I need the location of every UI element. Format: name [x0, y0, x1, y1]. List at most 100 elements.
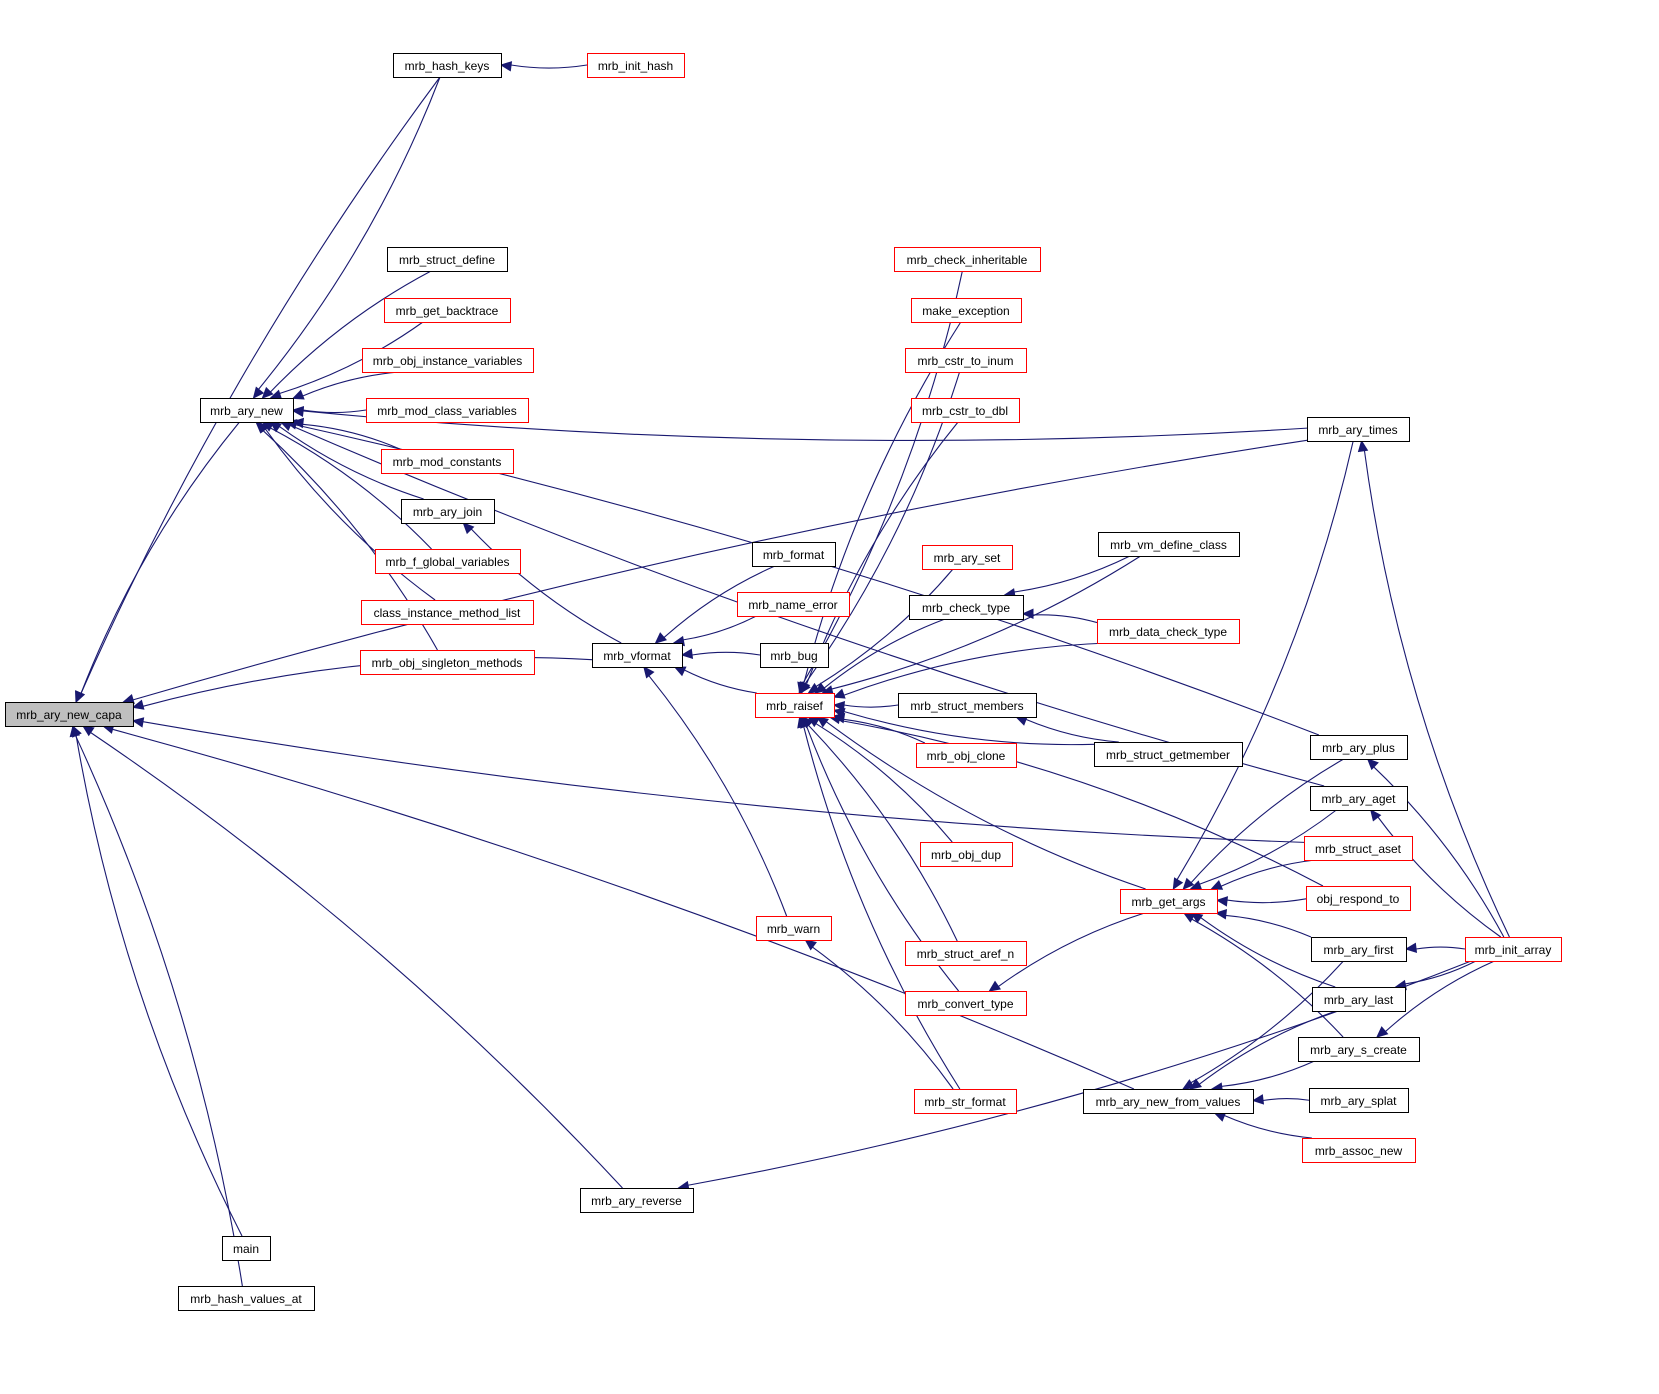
node-mrb_obj_instance_variables[interactable]: mrb_obj_instance_variables — [362, 348, 534, 373]
node-mrb_vm_define_class[interactable]: mrb_vm_define_class — [1098, 532, 1240, 557]
arrowhead-icon — [1215, 896, 1229, 907]
node-mrb_cstr_to_dbl[interactable]: mrb_cstr_to_dbl — [911, 398, 1020, 423]
node-mrb_struct_getmember[interactable]: mrb_struct_getmember — [1094, 742, 1243, 767]
edge-mrb_struct_aref_n-to-mrb_raisef — [808, 724, 958, 942]
edge-mrb_ary_times-to-mrb_get_args — [1176, 440, 1354, 881]
node-label: make_exception — [922, 304, 1009, 318]
node-mrb_ary_join[interactable]: mrb_ary_join — [401, 499, 495, 524]
node-mrb_struct_define[interactable]: mrb_struct_define — [387, 247, 508, 272]
node-class_instance_method_list[interactable]: class_instance_method_list — [361, 600, 534, 625]
node-label: mrb_ary_join — [413, 505, 482, 519]
arrowhead-icon — [654, 632, 667, 644]
node-box — [1307, 417, 1410, 442]
node-mrb_init_hash[interactable]: mrb_init_hash — [587, 53, 685, 78]
node-label: main — [233, 1242, 259, 1256]
edge-mrb_vformat-to-mrb_ary_join — [470, 528, 622, 644]
edge-mrb_str_format-to-mrb_warn — [812, 946, 954, 1090]
node-mrb_name_error[interactable]: mrb_name_error — [737, 592, 850, 617]
edge-mrb_ary_plus-to-mrb_get_args — [1190, 758, 1344, 884]
node-box — [752, 542, 836, 567]
node-mrb_bug[interactable]: mrb_bug — [760, 643, 829, 668]
node-mrb_mod_constants[interactable]: mrb_mod_constants — [381, 449, 514, 474]
node-mrb_get_backtrace[interactable]: mrb_get_backtrace — [384, 298, 511, 323]
node-mrb_hash_keys[interactable]: mrb_hash_keys — [393, 53, 502, 78]
node-label: mrb_init_array — [1475, 943, 1552, 957]
node-mrb_ary_set[interactable]: mrb_ary_set — [922, 545, 1013, 570]
edge-mrb_init_hash-to-mrb_hash_keys — [510, 64, 588, 69]
arrowhead-icon — [1370, 809, 1382, 822]
node-mrb_data_check_type[interactable]: mrb_data_check_type — [1097, 619, 1240, 644]
arrowhead-icon — [131, 699, 145, 710]
node-mrb_raisef[interactable]: mrb_raisef — [755, 693, 835, 718]
edge-class_instance_method_list-to-mrb_ary_new — [265, 428, 436, 601]
node-mrb_format[interactable]: mrb_format — [752, 542, 836, 567]
node-label: mrb_ary_new — [210, 404, 283, 418]
node-box — [362, 348, 534, 373]
node-mrb_convert_type[interactable]: mrb_convert_type — [905, 991, 1027, 1016]
node-mrb_check_inheritable[interactable]: mrb_check_inheritable — [894, 247, 1041, 272]
node-mrb_check_type[interactable]: mrb_check_type — [909, 595, 1024, 620]
arrowhead-icon — [680, 648, 694, 659]
node-mrb_mod_class_variables[interactable]: mrb_mod_class_variables — [366, 398, 529, 423]
node-mrb_ary_plus[interactable]: mrb_ary_plus — [1310, 735, 1408, 760]
node-mrb_ary_times[interactable]: mrb_ary_times — [1307, 417, 1410, 442]
node-mrb_ary_new_from_values[interactable]: mrb_ary_new_from_values — [1083, 1089, 1254, 1114]
node-box — [375, 549, 521, 574]
node-mrb_cstr_to_inum[interactable]: mrb_cstr_to_inum — [905, 348, 1027, 373]
node-obj_respond_to[interactable]: obj_respond_to — [1306, 886, 1411, 911]
arrowhead-icon — [816, 716, 829, 728]
node-mrb_init_array[interactable]: mrb_init_array — [1465, 937, 1562, 962]
arrowhead-icon — [1357, 439, 1369, 453]
node-mrb_ary_new[interactable]: mrb_ary_new — [200, 398, 294, 423]
node-label: mrb_struct_getmember — [1106, 748, 1230, 762]
node-mrb_warn[interactable]: mrb_warn — [756, 916, 832, 941]
node-mrb_obj_clone[interactable]: mrb_obj_clone — [916, 743, 1017, 768]
node-mrb_assoc_new[interactable]: mrb_assoc_new — [1302, 1138, 1416, 1163]
node-box — [898, 693, 1037, 718]
arrowhead-icon — [131, 717, 145, 728]
node-box — [914, 1089, 1017, 1114]
node-label: mrb_name_error — [748, 598, 837, 612]
arrowhead-icon — [74, 690, 85, 704]
node-label: mrb_bug — [770, 649, 817, 663]
arrowhead-icon — [1210, 880, 1224, 890]
node-box — [580, 1188, 694, 1213]
node-mrb_ary_reverse[interactable]: mrb_ary_reverse — [580, 1188, 694, 1213]
node-box — [1306, 886, 1411, 911]
edge-mrb_warn-to-mrb_vformat — [648, 675, 788, 917]
node-mrb_obj_dup[interactable]: mrb_obj_dup — [920, 842, 1013, 867]
arrowhead-icon — [1376, 1026, 1389, 1038]
edge-mrb_init_array-to-mrb_ary_plus — [1373, 766, 1505, 938]
node-label: mrb_ary_plus — [1322, 741, 1395, 755]
node-mrb_f_global_variables[interactable]: mrb_f_global_variables — [375, 549, 521, 574]
arrowhead-icon — [1251, 1094, 1265, 1105]
node-mrb_vformat[interactable]: mrb_vformat — [592, 643, 683, 668]
node-mrb_ary_last[interactable]: mrb_ary_last — [1312, 987, 1406, 1012]
node-mrb_ary_first[interactable]: mrb_ary_first — [1311, 937, 1407, 962]
node-mrb_ary_s_create[interactable]: mrb_ary_s_create — [1298, 1037, 1420, 1062]
node-box — [5, 702, 134, 727]
node-main[interactable]: main — [222, 1236, 271, 1261]
node-label: mrb_raisef — [766, 699, 823, 713]
arrowhead-icon — [269, 389, 283, 400]
arrowhead-icon — [291, 389, 305, 400]
node-label: mrb_ary_splat — [1320, 1094, 1397, 1108]
node-mrb_ary_splat[interactable]: mrb_ary_splat — [1309, 1088, 1409, 1113]
node-mrb_struct_members[interactable]: mrb_struct_members — [898, 693, 1037, 718]
node-mrb_struct_aset[interactable]: mrb_struct_aset — [1304, 836, 1413, 861]
node-box — [756, 916, 832, 941]
edge-mrb_ary_times-to-mrb_ary_new — [302, 410, 1308, 441]
node-mrb_struct_aref_n[interactable]: mrb_struct_aref_n — [905, 941, 1027, 966]
arrowhead-icon — [291, 406, 304, 418]
node-mrb_ary_aget[interactable]: mrb_ary_aget — [1310, 786, 1408, 811]
node-mrb_get_args[interactable]: mrb_get_args — [1120, 889, 1218, 914]
edge-mrb_struct_aset-to-mrb_ary_new_capa — [142, 721, 1305, 843]
node-mrb_obj_singleton_methods[interactable]: mrb_obj_singleton_methods — [360, 650, 535, 675]
arrowhead-icon — [1182, 877, 1195, 890]
node-label: mrb_check_type — [922, 601, 1010, 615]
node-box — [366, 398, 529, 423]
node-make_exception[interactable]: make_exception — [911, 298, 1022, 323]
edge-mrb_init_array-to-mrb_ary_last — [1405, 960, 1477, 985]
node-mrb_str_format[interactable]: mrb_str_format — [914, 1089, 1017, 1114]
node-mrb_hash_values_at[interactable]: mrb_hash_values_at — [178, 1286, 315, 1311]
